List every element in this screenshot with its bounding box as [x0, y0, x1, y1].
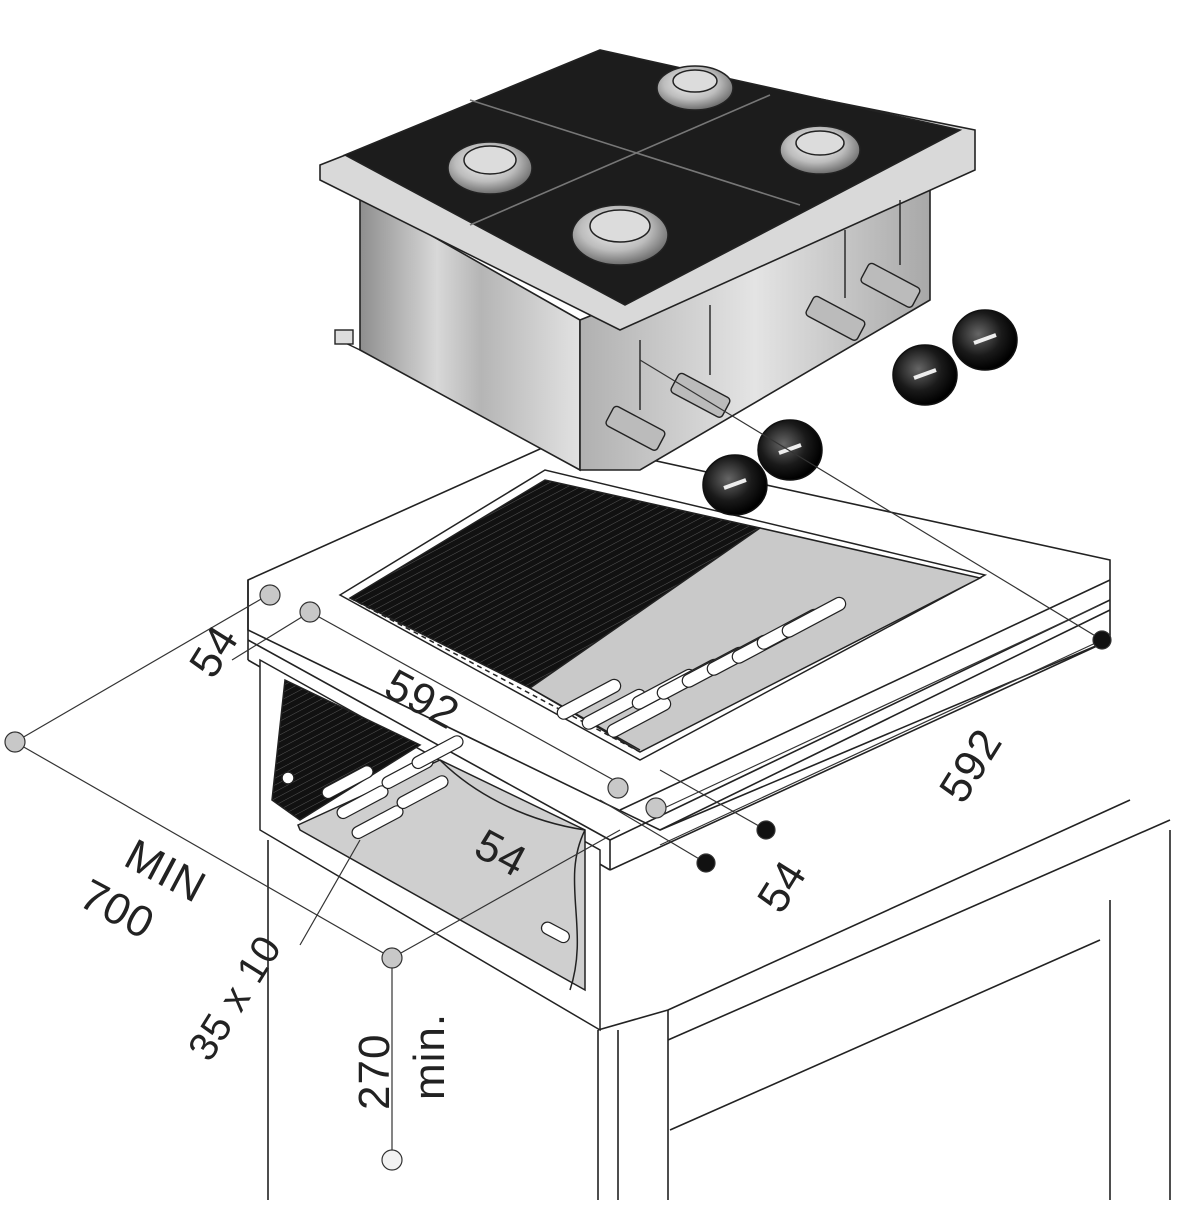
- marker-right-front: [696, 853, 716, 873]
- gas-valves: [334, 200, 921, 451]
- cutout-cavity: [259, 658, 601, 1032]
- dim-label-min-suffix: min.: [405, 1012, 454, 1100]
- marker-front-inner: [645, 797, 667, 819]
- control-knobs: [702, 309, 1018, 516]
- marker-back-left: [259, 584, 281, 606]
- dimension-lines: [14, 359, 1103, 1160]
- marker-back-inner: [299, 601, 321, 623]
- marker-right-mid: [756, 820, 776, 840]
- marker-right-back: [1092, 630, 1112, 650]
- dimension-markers: [4, 584, 1112, 1171]
- marker-front-right: [607, 777, 629, 799]
- knob-1: [702, 454, 768, 516]
- knob-4: [952, 309, 1018, 371]
- hob-unit: [319, 49, 976, 472]
- marker-min700-left: [4, 731, 26, 753]
- burner-front-right: [571, 204, 669, 266]
- burners: [447, 65, 861, 266]
- burner-back-right: [779, 125, 861, 175]
- burner-back-left: [656, 65, 734, 111]
- pan-support-grid: [343, 49, 963, 306]
- marker-bottom-left: [381, 947, 403, 969]
- tray-slots-front: [321, 735, 570, 944]
- cutout-slots: [556, 596, 847, 738]
- dim-label-270: 270: [350, 1033, 399, 1110]
- knob-3: [892, 344, 958, 406]
- marker-floor: [381, 1149, 403, 1171]
- knob-2: [757, 419, 823, 481]
- burner-front-left: [447, 141, 533, 195]
